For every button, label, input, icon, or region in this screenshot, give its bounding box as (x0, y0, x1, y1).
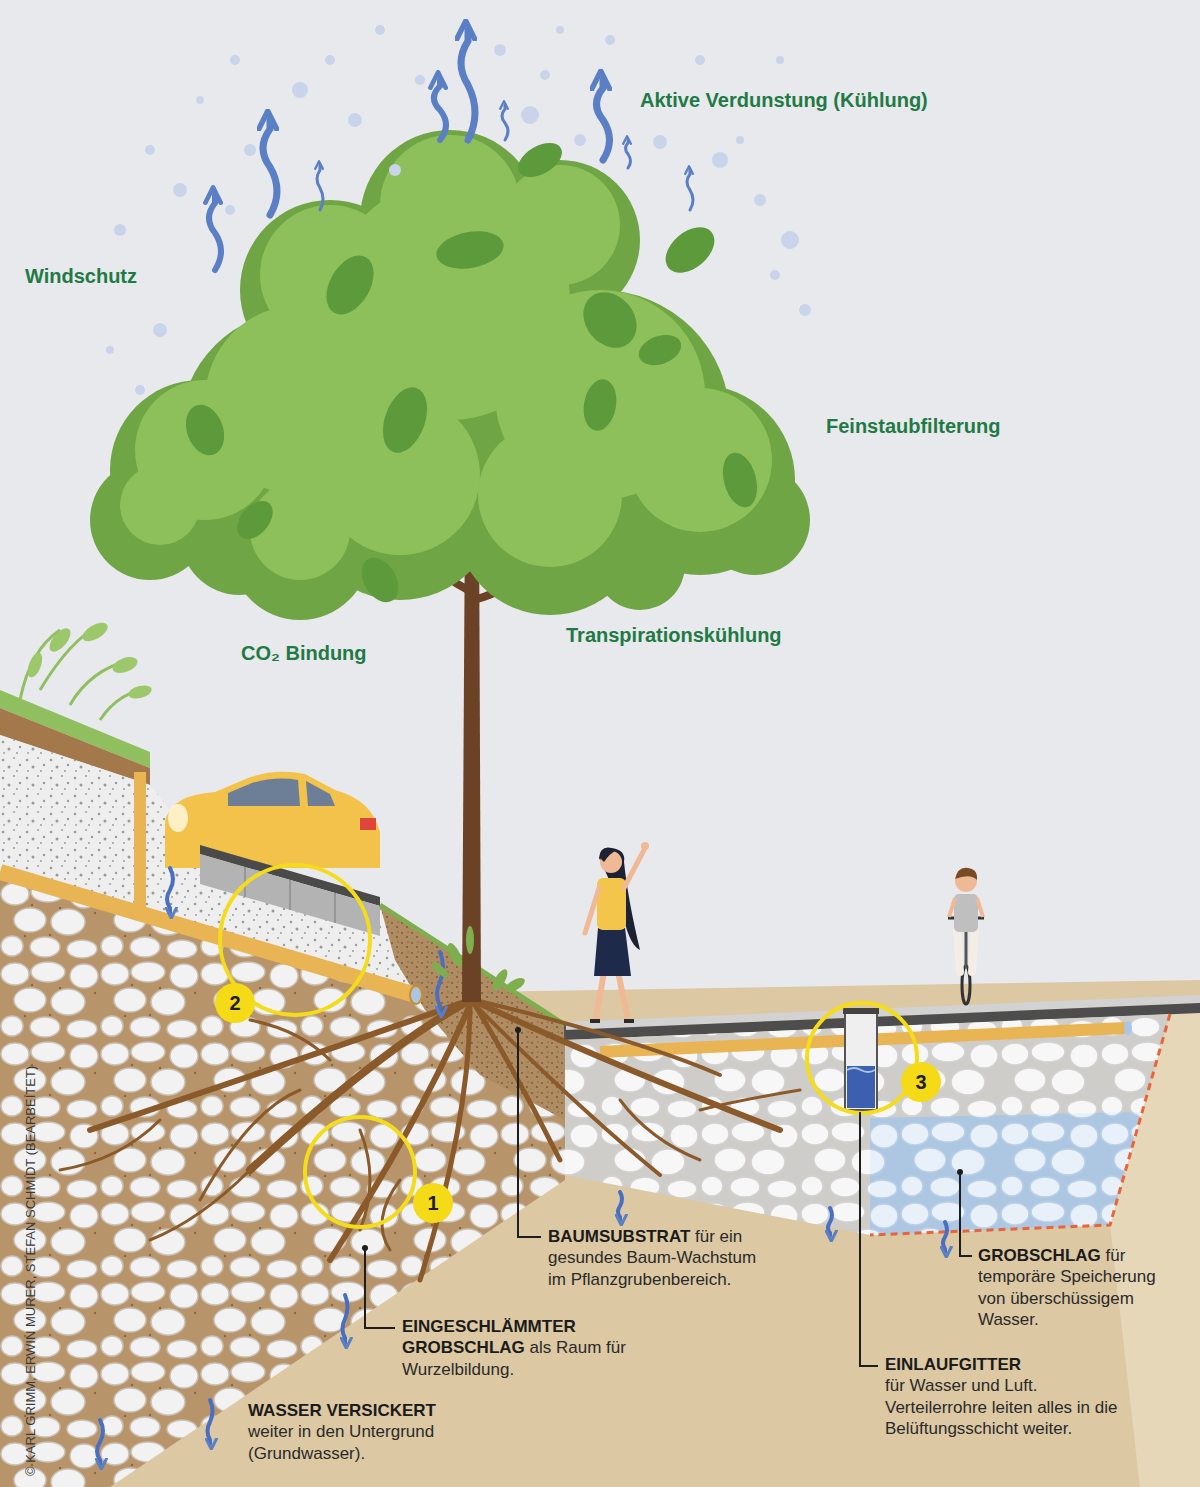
annotation-heading: EINLAUFGITTER (885, 1354, 1130, 1375)
pedestrian-figure (585, 842, 649, 1021)
annotation-group: GROBSCHLAGfür temporäre Speicherung von … (978, 1245, 1183, 1330)
cyclist-figure (948, 868, 984, 1004)
annotation-heading: WASSER VERSICKERT (248, 1400, 518, 1421)
benefit-label-group: Feinstaubfilterung (826, 414, 1000, 438)
benefit-label: Feinstaubfilterung (826, 415, 1000, 437)
annotation-text: weiter in den Untergrund (Grundwasser). (248, 1421, 518, 1464)
callout-number: 1 (413, 1183, 453, 1223)
benefit-label-group: CO₂ Bindung (241, 641, 367, 665)
annotation-heading: GROBSCHLAG (978, 1246, 1101, 1265)
callout-number: 2 (215, 983, 255, 1023)
callout-number: 3 (901, 1062, 941, 1102)
annotation-group: WASSER VERSICKERTweiter in den Untergrun… (248, 1400, 518, 1464)
annotation-group: EINGESCHLÄMMTER GROBSCHLAGals Raum für W… (402, 1316, 647, 1380)
benefit-label-group: Windschutz (25, 264, 137, 288)
benefit-label-group: Transpirationskühlung (566, 623, 782, 647)
annotation-group: EINLAUFGITTERfür Wasser und Luft. Vertei… (885, 1354, 1130, 1439)
callout-number-text: 2 (229, 992, 240, 1014)
annotation-text: für Wasser und Luft. Verteilerrohre leit… (885, 1375, 1130, 1439)
benefit-label-group: Aktive Verdunstung (Kühlung) (640, 88, 928, 112)
callout-number-text: 1 (427, 1192, 438, 1214)
annotation-heading: BAUMSUBSTRAT (548, 1227, 690, 1246)
annotation-group: BAUMSUBSTRATfür ein gesundes Baum-Wachst… (548, 1226, 776, 1290)
callout-number-text: 3 (915, 1071, 926, 1093)
benefit-label: CO₂ Bindung (241, 642, 367, 664)
car-illustration (165, 772, 380, 868)
copyright-note-group: © KARL GRIMM, ERWIN MURER, STEFAN SCHMID… (24, 1066, 38, 1476)
benefit-label: Transpirationskühlung (566, 624, 782, 646)
copyright-note: © KARL GRIMM, ERWIN MURER, STEFAN SCHMID… (23, 1066, 38, 1476)
benefit-label: Aktive Verdunstung (Kühlung) (640, 89, 928, 111)
benefit-label: Windschutz (25, 265, 137, 287)
